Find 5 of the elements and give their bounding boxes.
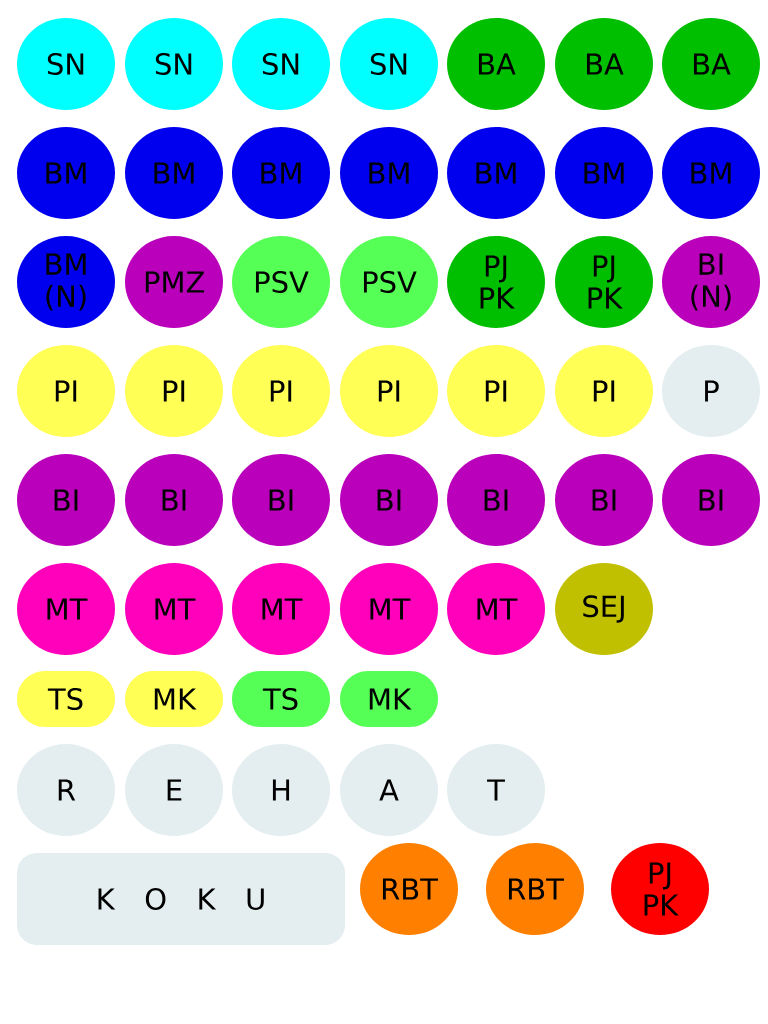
subject-pill: MK (125, 671, 223, 727)
subject-pill: TS (232, 671, 330, 727)
break-box: K O K U (17, 853, 345, 945)
subject-pill: TS (17, 671, 115, 727)
subject-pill: MK (340, 671, 438, 727)
